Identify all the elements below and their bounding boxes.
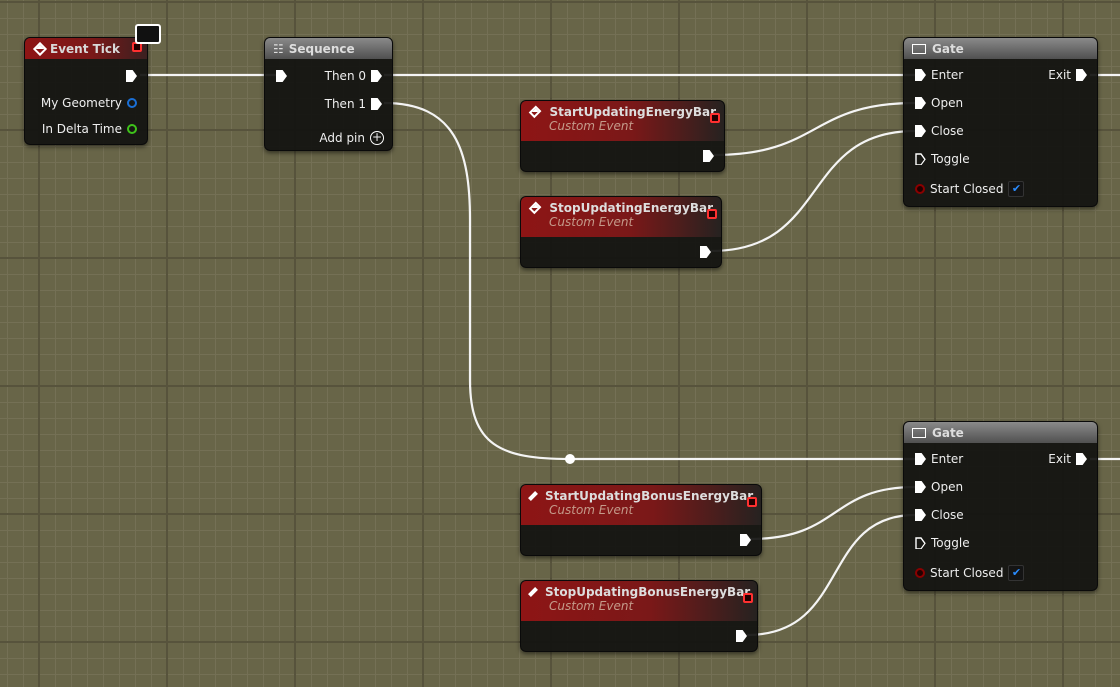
bool-pin[interactable] xyxy=(915,184,925,194)
toggle-pin[interactable] xyxy=(915,153,926,165)
wire-stop-energy-to-close xyxy=(710,129,916,253)
event-icon xyxy=(528,105,542,119)
wire-start-bonus-to-open xyxy=(749,485,916,541)
wire-start-energy-to-open xyxy=(713,101,916,157)
sequence-header: ☷ Sequence xyxy=(265,38,392,59)
pin-label: Then 1 xyxy=(324,97,366,111)
sequence-node[interactable]: ☷ Sequence Then 0 Then 1 Add pin + xyxy=(264,37,393,151)
pin-label: Exit xyxy=(1048,452,1071,466)
float-pin[interactable] xyxy=(127,124,137,134)
delegate-pin[interactable] xyxy=(707,209,717,219)
event-title: StartUpdatingBonusEnergyBar xyxy=(545,489,754,503)
gate-header: Gate xyxy=(904,38,1097,59)
pin-label: Toggle xyxy=(931,536,970,550)
event-icon xyxy=(528,201,542,215)
client-only-icon xyxy=(135,24,161,44)
enter-pin[interactable] xyxy=(915,453,926,465)
bool-pin[interactable] xyxy=(915,568,925,578)
pin-label: My Geometry xyxy=(40,96,122,110)
exec-out-pin[interactable] xyxy=(700,246,711,258)
pin-label: Toggle xyxy=(931,152,970,166)
pin-label: Exit xyxy=(1048,68,1071,82)
geometry-pin[interactable] xyxy=(127,98,137,108)
sequence-icon: ☷ xyxy=(273,41,284,56)
reroute-knot xyxy=(565,454,575,464)
exec-out-pin[interactable] xyxy=(736,630,747,642)
exec-out-pin[interactable] xyxy=(126,70,137,82)
gate-header: Gate xyxy=(904,422,1097,443)
event-tick-header: Event Tick xyxy=(25,38,147,59)
exit-pin[interactable] xyxy=(1076,69,1087,81)
add-pin-button[interactable]: Add pin + xyxy=(319,131,384,145)
exec-out-pin[interactable] xyxy=(703,150,714,162)
event-icon xyxy=(528,587,538,597)
pin-label: Close xyxy=(931,124,964,138)
toggle-pin[interactable] xyxy=(915,537,926,549)
pin-label: Then 0 xyxy=(324,69,366,83)
sequence-title: Sequence xyxy=(288,41,355,56)
enter-pin[interactable] xyxy=(915,69,926,81)
event-icon xyxy=(528,491,538,501)
exec-out-pin[interactable] xyxy=(740,534,751,546)
delegate-pin[interactable] xyxy=(747,497,757,507)
event-subtitle: Custom Event xyxy=(549,503,634,517)
event-subtitle: Custom Event xyxy=(549,215,634,229)
delegate-pin[interactable] xyxy=(743,593,753,603)
event-subtitle: Custom Event xyxy=(549,599,634,613)
then0-pin[interactable] xyxy=(371,70,382,82)
then1-pin[interactable] xyxy=(371,98,382,110)
open-pin[interactable] xyxy=(915,97,926,109)
close-pin[interactable] xyxy=(915,509,926,521)
pin-label: Close xyxy=(931,508,964,522)
pin-label: Start Closed xyxy=(930,182,1004,196)
event-title: StopUpdatingEnergyBar xyxy=(549,201,713,215)
event-title: StopUpdatingBonusEnergyBar xyxy=(545,585,751,599)
event-subtitle: Custom Event xyxy=(549,119,634,133)
exec-in-pin[interactable] xyxy=(276,70,287,82)
gate-title: Gate xyxy=(932,41,964,56)
start-closed-checkbox[interactable]: ✔ xyxy=(1008,565,1025,581)
delegate-pin[interactable] xyxy=(710,113,720,123)
pin-label: Open xyxy=(931,96,964,110)
open-pin[interactable] xyxy=(915,481,926,493)
event-tick-node[interactable]: Event Tick My Geometry In Delta Time xyxy=(24,24,161,145)
pin-label: Enter xyxy=(931,452,964,466)
start-closed-checkbox[interactable]: ✔ xyxy=(1008,181,1025,197)
gate-title: Gate xyxy=(932,425,964,440)
gate-icon xyxy=(912,427,926,438)
pin-label: In Delta Time xyxy=(41,122,122,136)
event-tick-title: Event Tick xyxy=(50,41,121,56)
add-pin-label: Add pin xyxy=(319,131,365,145)
gate-icon xyxy=(912,43,926,54)
pin-label: Enter xyxy=(931,68,964,82)
exit-pin[interactable] xyxy=(1076,453,1087,465)
plus-circle-icon: + xyxy=(370,130,384,145)
close-pin[interactable] xyxy=(915,125,926,137)
wire-stop-bonus-to-close xyxy=(746,513,916,637)
event-title: StartUpdatingEnergyBar xyxy=(549,105,716,119)
pin-label: Open xyxy=(931,480,964,494)
pin-label: Start Closed xyxy=(930,566,1004,580)
event-icon xyxy=(32,41,48,56)
